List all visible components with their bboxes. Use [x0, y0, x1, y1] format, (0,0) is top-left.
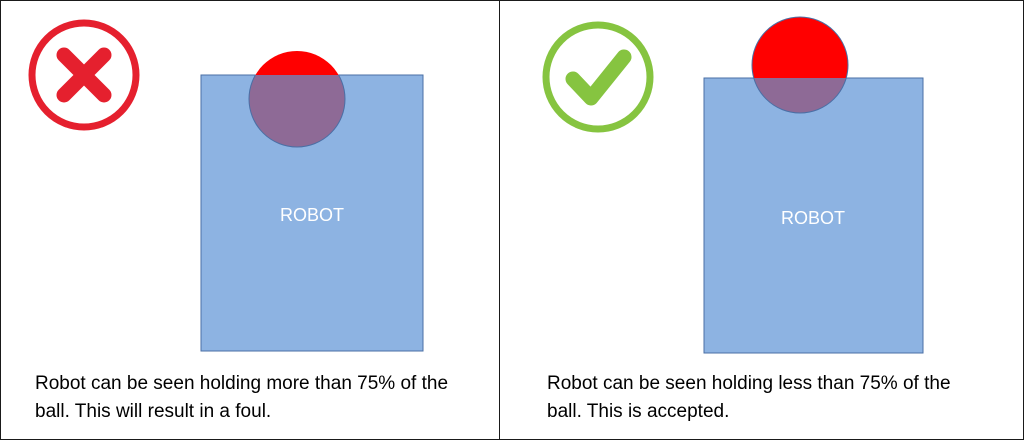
panel-accepted-graphic: ROBOT	[542, 16, 924, 354]
ball	[751, 16, 849, 114]
ball	[248, 51, 346, 148]
panel-foul-graphic: ROBOT	[28, 19, 424, 352]
cross-icon	[28, 19, 140, 131]
check-icon	[542, 21, 654, 133]
robot-body	[703, 77, 924, 354]
caption-foul: Robot can be seen holding more than 75% …	[35, 373, 449, 422]
panel-divider	[499, 0, 500, 440]
panel-accepted: ROBOT Robot can be seen holding less tha…	[500, 0, 1024, 440]
panel-foul: ROBOT Robot can be seen holding more tha…	[0, 0, 499, 440]
caption-accepted: Robot can be seen holding less than 75% …	[547, 373, 951, 422]
robot-label: ROBOT	[781, 208, 845, 228]
robot-label: ROBOT	[280, 205, 344, 225]
